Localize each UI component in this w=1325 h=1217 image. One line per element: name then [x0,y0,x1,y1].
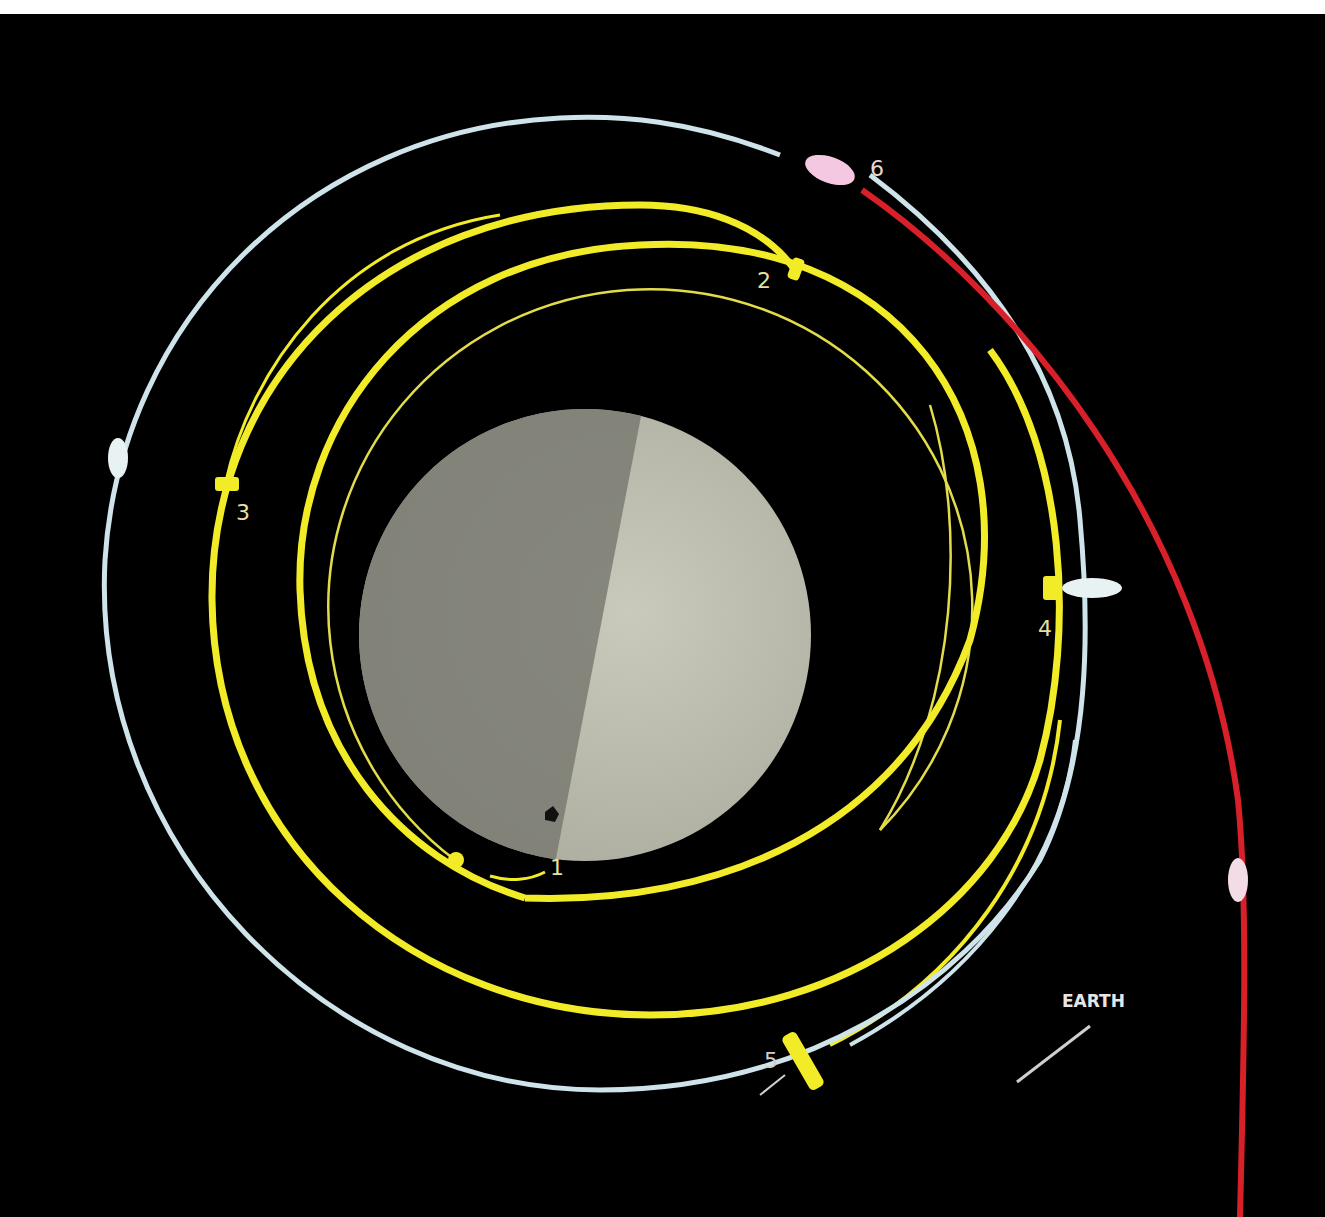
callout-number: 1 [550,855,564,880]
csm-outer-orbit [104,117,1085,1090]
callout-number: 6 [870,156,884,181]
callout-wrap: 4 [1038,618,1052,640]
trans-earth-trajectory [862,190,1244,1217]
cm-orbit-outer [212,205,1059,1015]
returning-spacecraft [1228,858,1248,902]
ascent-path [490,872,545,879]
leader-5 [760,1075,785,1095]
spacecraft-6 [801,149,859,191]
callout-wrap: 2 [757,270,771,292]
landing-site [545,806,559,822]
lm-4 [1043,576,1059,600]
callout-number: 4 [1038,616,1052,641]
callout-number: 3 [236,500,250,525]
moon [300,380,811,900]
spacecraft-5 [781,1030,826,1092]
callout-wrap: EARTH [1062,993,1125,1011]
lm-ascent [448,852,464,868]
callout-wrap: 1 [550,857,564,879]
earth-leader [1017,1026,1090,1082]
spacecraft-2 [787,257,806,282]
callout-number: 2 [757,268,771,293]
moon-shadow [300,380,648,900]
callout-wrap: 3 [236,502,250,524]
callout-wrap: 5 [764,1050,778,1072]
callout-number: 5 [764,1048,778,1073]
csm-approach [850,740,1075,1045]
earth-label: EARTH [1062,991,1125,1011]
spacecraft-outer [108,438,128,478]
callout-wrap: 6 [870,158,884,180]
csm-4 [1062,578,1122,598]
top-margin [0,0,1325,14]
cm-orbit-inner [300,244,985,898]
spacecraft-3 [215,477,239,491]
lm-orbit-thin [328,289,972,860]
orbit-thin-upper [225,215,500,485]
